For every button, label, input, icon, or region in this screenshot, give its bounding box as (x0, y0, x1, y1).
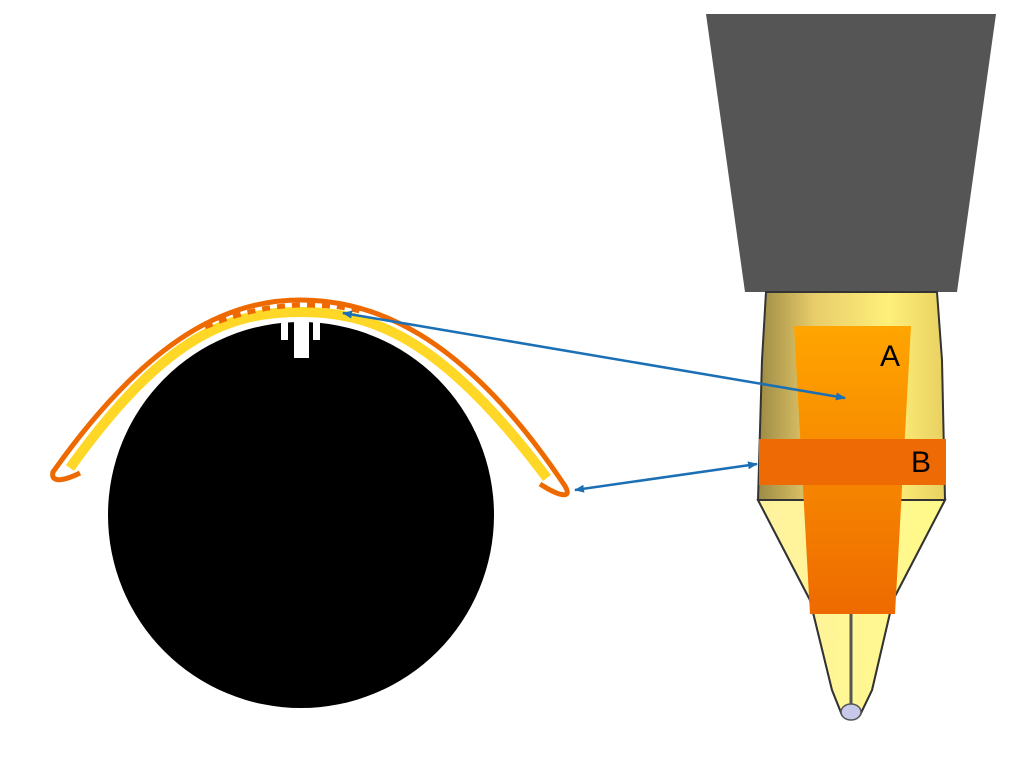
arrow-a (342, 310, 846, 401)
pen-cap (706, 14, 996, 292)
dashed-layer-segment (204, 302, 361, 330)
pen-tip-ball (840, 703, 862, 721)
arrow-b (574, 461, 758, 493)
label-a: A (880, 340, 900, 373)
sphere (108, 322, 494, 708)
outer-layer-arc (50, 297, 570, 498)
sphere-notch-marks (281, 322, 320, 358)
label-b: B (911, 446, 931, 479)
band-b (759, 439, 946, 485)
